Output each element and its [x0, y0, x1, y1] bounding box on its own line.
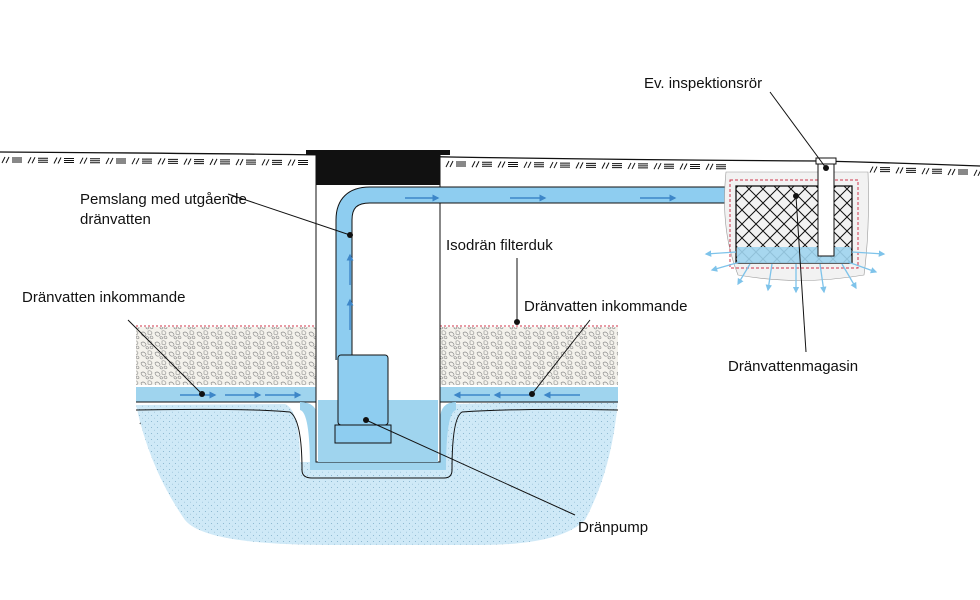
soil-hatch [27, 157, 48, 164]
soil-hatch [705, 163, 726, 170]
soil-hatch [209, 158, 230, 166]
label-filter-cloth: Isodrän filterduk [446, 237, 553, 254]
soil-hatch [445, 160, 466, 168]
soil-hatch [869, 166, 890, 173]
soil-hatch [157, 158, 178, 165]
soil-hatch [471, 161, 492, 168]
pump-base [334, 424, 392, 444]
soil-hatch [921, 167, 942, 175]
soil-hatch [601, 162, 622, 169]
soil-hatch [627, 162, 648, 170]
drain-pump [337, 354, 389, 426]
soil-hatch [575, 162, 596, 169]
well-lid [316, 152, 440, 185]
soil-hatch [947, 168, 968, 176]
reservoir-filter-cloth [729, 179, 859, 269]
soil-hatch [973, 169, 980, 177]
leader-dots [199, 165, 829, 423]
soil-hatch [79, 157, 100, 164]
soil-hatch [549, 161, 570, 169]
sump-water [300, 402, 456, 470]
label-pump: Dränpump [578, 519, 649, 536]
soil-hatch [287, 159, 308, 166]
soil-hatch [497, 161, 518, 168]
label-reservoir: Dränvattenmagasin [728, 358, 859, 375]
inspection-pipe [817, 159, 835, 257]
label-hose: Pemslang med utgående dränvatten [80, 190, 247, 230]
soil-hatch [183, 158, 204, 165]
soil-hatch [131, 157, 152, 165]
soil-hatch [261, 159, 282, 166]
infiltration-arrows [704, 250, 886, 294]
label-incoming-left: Dränvatten inkommande [22, 289, 186, 306]
soil-hatch [105, 157, 126, 165]
flow-arrows [180, 194, 677, 399]
soil-hatch [895, 167, 916, 174]
soil-hatch [523, 161, 544, 169]
label-incoming-right: Dränvatten inkommande [524, 298, 688, 315]
ground-surface [0, 151, 980, 167]
soil-hatch [1, 156, 22, 164]
label-inspection-pipe: Ev. inspektionsrör [644, 75, 763, 92]
soil-hatch [679, 163, 700, 170]
leader-lines [127, 91, 827, 516]
label-hose-line1: Pemslang med utgående [80, 191, 247, 208]
soil-hatch [53, 157, 74, 164]
label-hose-line2: dränvatten [80, 211, 151, 228]
soil-hatch [653, 162, 674, 170]
soil-hatch [235, 158, 256, 166]
